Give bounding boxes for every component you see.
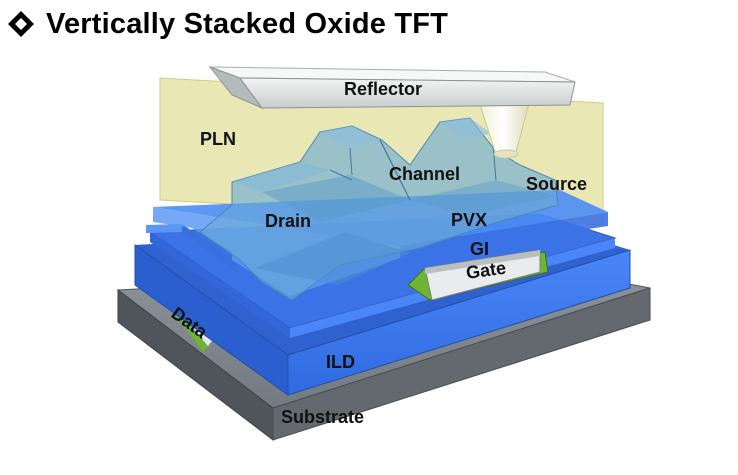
pln-label: PLN bbox=[200, 129, 236, 149]
gate-electrode bbox=[407, 249, 549, 301]
gi-label: GI bbox=[470, 239, 489, 259]
page-title: Vertically Stacked Oxide TFT bbox=[46, 7, 449, 40]
reflector-label: Reflector bbox=[344, 79, 422, 99]
source-label: Source bbox=[526, 174, 587, 194]
substrate-label: Substrate bbox=[281, 407, 364, 427]
reflector-plate bbox=[208, 65, 576, 110]
drain-label: Drain bbox=[265, 211, 311, 231]
pvx-label: PVX bbox=[451, 210, 487, 230]
ild-label: ILD bbox=[326, 352, 355, 372]
diamond-bullet-icon bbox=[8, 11, 34, 37]
slide-title: Vertically Stacked Oxide TFT bbox=[6, 4, 448, 44]
channel-structure bbox=[199, 117, 559, 301]
channel-label: Channel bbox=[389, 164, 460, 184]
